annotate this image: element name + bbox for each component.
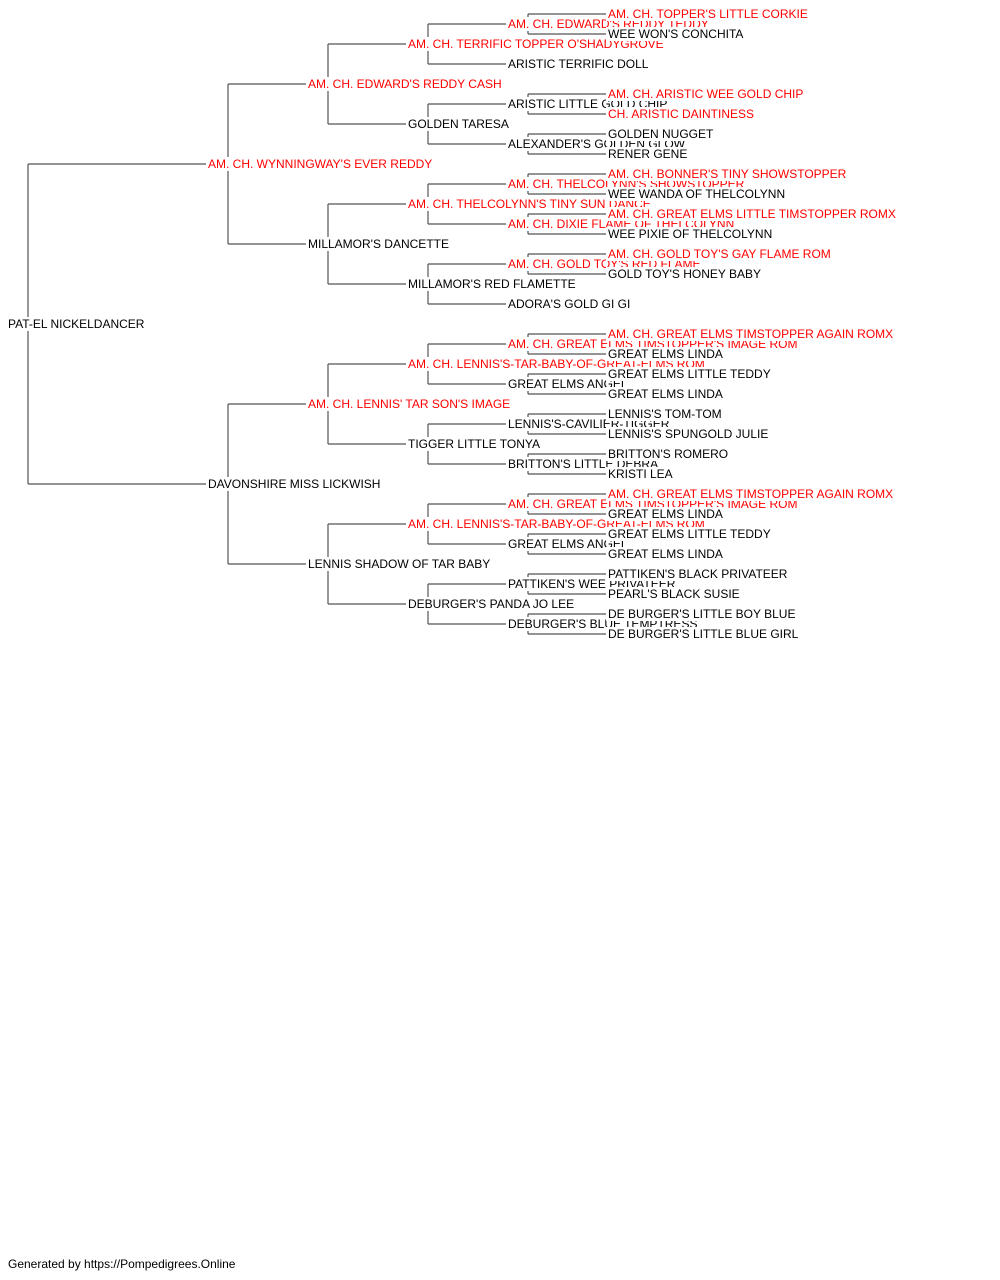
label-background: [606, 167, 849, 181]
ancestor-name-champion: AM. CH. THELCOLYNN'S TINY SUN DANCE: [408, 197, 651, 211]
label-background: [606, 467, 675, 481]
label-background: [606, 227, 775, 241]
label-background: [606, 487, 896, 501]
label-background: [606, 367, 773, 381]
label-background: [506, 57, 651, 71]
label-background: [306, 237, 451, 251]
label-background: [606, 87, 806, 101]
label-background: [606, 267, 764, 281]
ancestor-labels: PAT-EL NICKELDANCER AM. CH. WYNNINGWAY'S …: [6, 7, 898, 641]
label-background: [606, 7, 810, 21]
ancestor-name: MILLAMOR'S DANCETTE: [308, 237, 449, 251]
label-background: [606, 147, 690, 161]
label-background: [606, 547, 725, 561]
ancestor-name: GOLDEN TARESA: [408, 117, 509, 131]
label-background: [406, 37, 666, 51]
label-background: [606, 567, 790, 581]
label-background: [606, 27, 746, 41]
ancestor-name: PATTIKEN'S BLACK PRIVATEER: [608, 567, 788, 581]
label-background: [206, 477, 383, 491]
label-background: [606, 507, 725, 521]
ancestor-name: GREAT ELMS ANGEL: [508, 537, 628, 551]
label-background: [606, 207, 898, 221]
label-background: [6, 317, 147, 331]
ancestor-name: GREAT ELMS LITTLE TEDDY: [608, 367, 771, 381]
label-background: [406, 277, 578, 291]
ancestor-name-champion: AM. CH. GREAT ELMS LITTLE TIMSTOPPER ROM…: [608, 207, 896, 221]
ancestor-name: TIGGER LITTLE TONYA: [408, 437, 540, 451]
label-background: [506, 537, 630, 551]
ancestor-name: GOLD TOY'S HONEY BABY: [608, 267, 761, 281]
ancestor-name-champion: CH. ARISTIC DAINTINESS: [608, 107, 754, 121]
label-background: [606, 607, 798, 621]
ancestor-name: GREAT ELMS LINDA: [608, 387, 723, 401]
ancestor-name: GREAT ELMS ANGEL: [508, 377, 628, 391]
ancestor-name-champion: AM. CH. LENNIS' TAR SON'S IMAGE: [308, 397, 510, 411]
ancestor-name: LENNIS'S TOM-TOM: [608, 407, 722, 421]
label-background: [606, 587, 742, 601]
label-background: [206, 157, 435, 171]
ancestor-name: PEARL'S BLACK SUSIE: [608, 587, 740, 601]
label-background: [306, 397, 513, 411]
ancestor-name: GREAT ELMS LINDA: [608, 547, 723, 561]
ancestor-name: DEBURGER'S PANDA JO LEE: [408, 597, 574, 611]
label-background: [606, 447, 731, 461]
ancestor-name: PAT-EL NICKELDANCER: [8, 317, 145, 331]
ancestor-name-champion: AM. CH. GOLD TOY'S GAY FLAME ROM: [608, 247, 831, 261]
label-background: [606, 387, 725, 401]
ancestor-name: WEE WANDA OF THELCOLYNN: [608, 187, 785, 201]
label-background: [406, 597, 577, 611]
ancestor-name: LENNIS'S SPUNGOLD JULIE: [608, 427, 768, 441]
ancestor-name-champion: AM. CH. TOPPER'S LITTLE CORKIE: [608, 7, 808, 21]
ancestor-name: BRITTON'S ROMERO: [608, 447, 728, 461]
label-background: [406, 197, 653, 211]
label-background: [606, 527, 773, 541]
ancestor-name: WEE WON'S CONCHITA: [608, 27, 743, 41]
label-background: [606, 627, 801, 641]
ancestor-name: ADORA'S GOLD GI GI: [508, 297, 630, 311]
ancestor-name: DE BURGER'S LITTLE BLUE GIRL: [608, 627, 799, 641]
label-background: [606, 127, 716, 141]
ancestor-name: KRISTI LEA: [608, 467, 673, 481]
ancestor-name-champion: AM. CH. GREAT ELMS TIMSTOPPER AGAIN ROMX: [608, 327, 893, 341]
ancestor-name: LENNIS SHADOW OF TAR BABY: [308, 557, 490, 571]
label-background: [606, 247, 833, 261]
label-background: [506, 297, 633, 311]
label-background: [406, 117, 511, 131]
ancestor-name: GREAT ELMS LINDA: [608, 507, 723, 521]
footer-credit: Generated by https://Pompedigrees.Online: [8, 1257, 236, 1271]
ancestor-name-champion: AM. CH. BONNER'S TINY SHOWSTOPPER: [608, 167, 847, 181]
ancestor-name-champion: AM. CH. EDWARD'S REDDY CASH: [308, 77, 502, 91]
ancestor-name: GOLDEN NUGGET: [608, 127, 714, 141]
ancestor-name: GREAT ELMS LINDA: [608, 347, 723, 361]
ancestor-name-champion: AM. CH. ARISTIC WEE GOLD CHIP: [608, 87, 803, 101]
ancestor-name-champion: AM. CH. GREAT ELMS TIMSTOPPER AGAIN ROMX: [608, 487, 893, 501]
ancestor-name: MILLAMOR'S RED FLAMETTE: [408, 277, 576, 291]
ancestor-name: RENER GENE: [608, 147, 687, 161]
label-background: [606, 187, 788, 201]
label-background: [606, 347, 725, 361]
label-background: [606, 407, 724, 421]
ancestor-name: ARISTIC TERRIFIC DOLL: [508, 57, 649, 71]
ancestor-name-champion: AM. CH. TERRIFIC TOPPER O'SHADYGROVE: [408, 37, 664, 51]
ancestor-name: DAVONSHIRE MISS LICKWISH: [208, 477, 380, 491]
label-background: [406, 437, 543, 451]
ancestor-name-champion: AM. CH. WYNNINGWAY'S EVER REDDY: [208, 157, 432, 171]
label-background: [606, 427, 771, 441]
label-background: [306, 77, 504, 91]
label-background: [606, 107, 757, 121]
ancestor-name: DE BURGER'S LITTLE BOY BLUE: [608, 607, 795, 621]
connector-lines: [27, 13, 606, 635]
label-background: [306, 557, 493, 571]
ancestor-name: WEE PIXIE OF THELCOLYNN: [608, 227, 772, 241]
label-background: [606, 327, 896, 341]
ancestor-name: GREAT ELMS LITTLE TEDDY: [608, 527, 771, 541]
label-background: [506, 377, 630, 391]
